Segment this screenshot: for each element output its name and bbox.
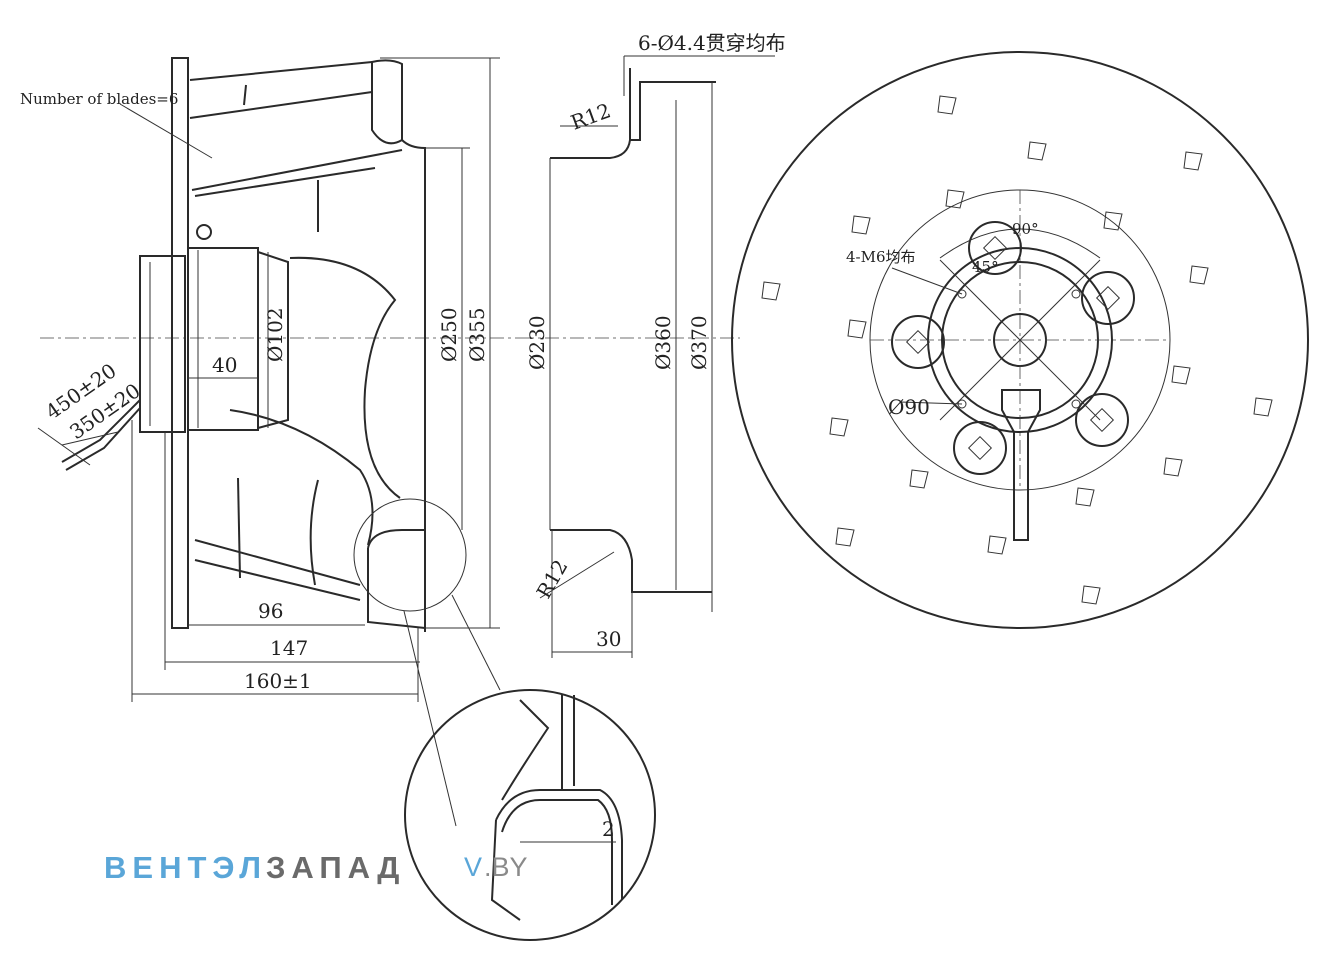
side-view-dimensions [37, 57, 500, 702]
label-mount-holes: 6-Ø4.4贯穿均布 [638, 31, 786, 55]
watermark-brand-part2: ЗАПАД [266, 850, 405, 885]
watermark-brand-part1: ВЕНТЭЛ [104, 850, 267, 885]
dim-d90: Ø90 [888, 395, 930, 419]
dim-d355: Ø355 [465, 307, 489, 362]
dim-d360: Ø360 [651, 315, 675, 370]
dim-96: 96 [258, 599, 283, 623]
dim-40: 40 [212, 353, 237, 377]
dim-d250: Ø250 [437, 307, 461, 362]
dim-r12-bottom: R12 [532, 555, 573, 602]
dim-d370: Ø370 [687, 315, 711, 370]
profile-view [520, 55, 775, 658]
label-screws: 4-M6均布 [846, 248, 916, 266]
side-view [40, 57, 520, 632]
dim-2: 2 [602, 817, 615, 841]
front-view [731, 51, 1309, 629]
dim-147: 147 [270, 636, 308, 660]
label-angle-90: 90° [1012, 220, 1039, 238]
dim-d102: Ø102 [263, 307, 287, 362]
watermark: ВЕНТЭЛ ЗАПАД V .BY [104, 850, 528, 885]
detail-view [353, 498, 656, 941]
label-angle-45: 45° [972, 258, 999, 276]
blades-label: Number of blades=6 [20, 90, 178, 108]
dim-160: 160±1 [244, 669, 312, 693]
dim-30: 30 [596, 627, 621, 651]
watermark-domain-accent: V [464, 852, 482, 882]
dim-d230: Ø230 [525, 315, 549, 370]
dim-r12-top: R12 [568, 98, 614, 134]
watermark-domain: .BY [484, 852, 528, 882]
